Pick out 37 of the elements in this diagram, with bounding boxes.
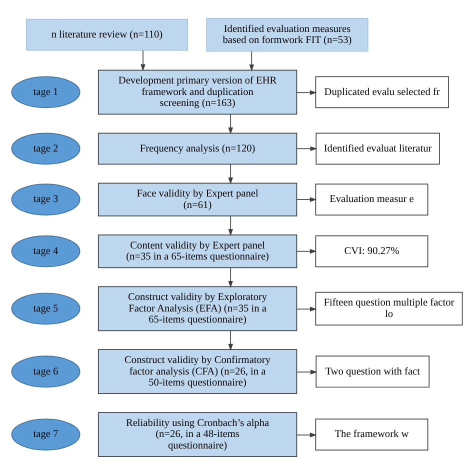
arrow — [296, 146, 318, 151]
node-box: Construct validity by Confirmatory factor analysis (CFA) (n=26, in a 50-items questionnaire) — [98, 348, 298, 394]
node-ellipse: tage 7 — [11, 418, 80, 450]
arrow — [296, 432, 317, 437]
node-box: Two question with fact — [316, 355, 430, 388]
node-box: Frequency analysis (n=120) — [98, 132, 298, 164]
node-box: Content validity by Expert panel (n=35 in a 65-items questionnaire) — [98, 234, 298, 268]
node-box: Identified evaluation measures based on formwork FIT (n=53) — [206, 18, 368, 52]
node-box: Construct validity by Exploratory Factor Analysis (EFA) (n=35 in a 65-items questionnaire) — [98, 286, 298, 331]
node-box: n literature review (n=110) — [26, 18, 188, 50]
node-box: Reliability using Cronbach’s alpha (n=26, in a 48-items questionnaire) — [98, 412, 298, 456]
arrow — [228, 215, 234, 236]
node-ellipse: tage 3 — [11, 183, 80, 216]
arrow — [228, 266, 234, 288]
node-ellipse: tage 5 — [11, 292, 80, 324]
node-box: Evaluation measur e — [315, 183, 428, 216]
arrow — [296, 196, 317, 202]
node-box: Fifteen question multiple factor lo — [315, 291, 463, 325]
node-box: Identified evaluat literatur — [316, 132, 440, 164]
node-ellipse: tage 2 — [11, 132, 80, 164]
node-box: Face validity by Expert panel (n=61) — [98, 182, 298, 216]
node-ellipse: tage 6 — [11, 355, 80, 388]
arrow — [228, 330, 234, 350]
arrow — [228, 113, 234, 134]
arrow — [296, 90, 317, 95]
node-box: The framework w — [315, 418, 428, 450]
arrow — [296, 248, 317, 254]
arrow — [296, 369, 318, 374]
node-box: Duplicated evalu selected fr — [315, 76, 449, 108]
arrow — [140, 50, 146, 71]
arrow — [228, 163, 234, 184]
node-ellipse: tage 1 — [11, 76, 80, 108]
node-box: Development primary version of EHR framework and duplication screening (n=163) — [98, 69, 298, 114]
node-box: CVI: 90.27% — [315, 234, 428, 267]
arrow — [296, 306, 317, 311]
node-ellipse: tage 4 — [11, 234, 80, 267]
arrow — [249, 50, 254, 71]
